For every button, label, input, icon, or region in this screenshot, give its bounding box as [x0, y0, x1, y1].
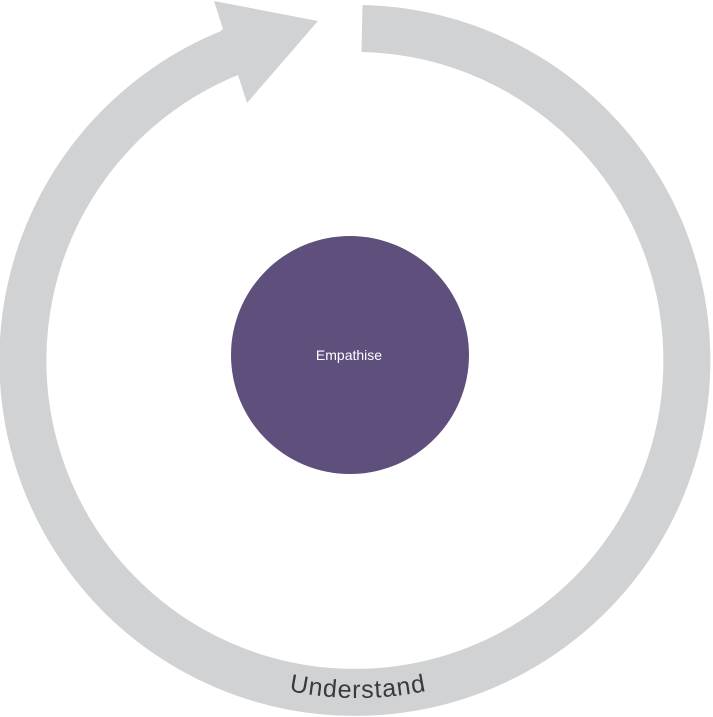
empathise-label: Empathise: [316, 347, 382, 363]
empathise-circle: [231, 236, 469, 474]
cycle-arrow-ring: [0, 5, 711, 716]
arrow-shaft-join: [221, 20, 262, 75]
